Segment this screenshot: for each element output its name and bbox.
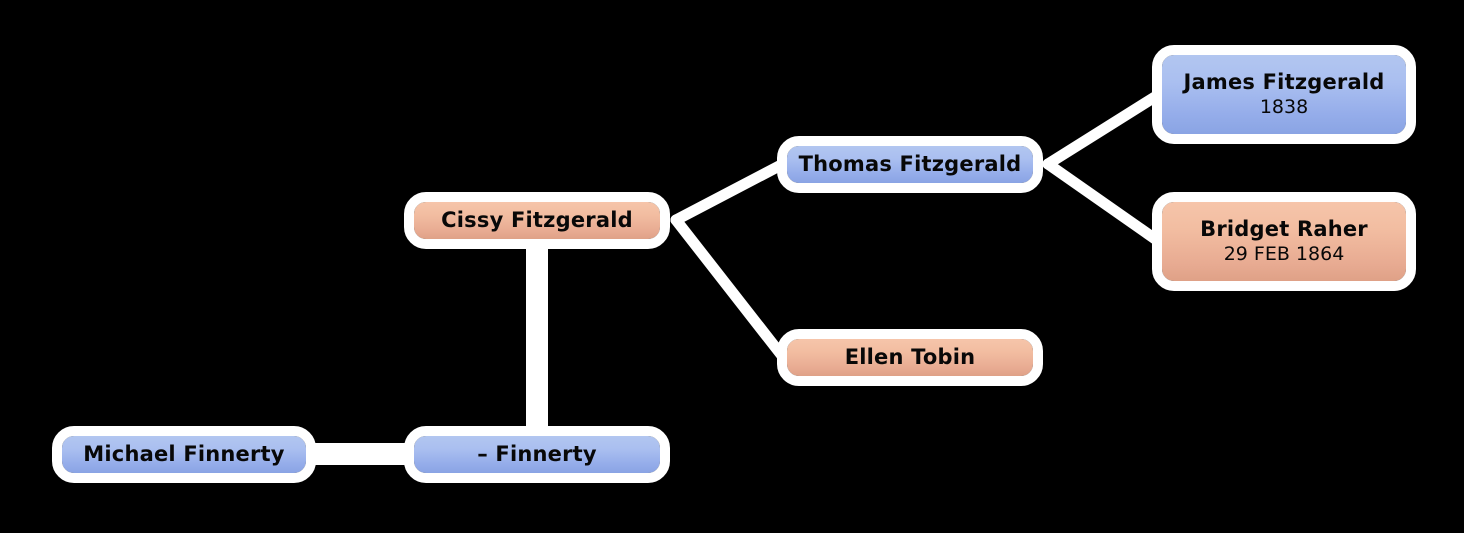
person-name: James Fitzgerald [1183, 70, 1385, 94]
connector-thomas-james [1042, 89, 1164, 170]
person-date: 29 FEB 1864 [1223, 243, 1345, 265]
person-name: Michael Finnerty [83, 442, 285, 466]
person-name: Bridget Raher [1200, 217, 1368, 241]
person-node-michael-finnerty[interactable]: Michael Finnerty [52, 426, 316, 483]
connector-cissy-thomas [670, 158, 789, 226]
person-name: Ellen Tobin [844, 345, 976, 369]
person-name: Thomas Fitzgerald [798, 152, 1022, 176]
connector-thomas-bridget [1042, 158, 1164, 247]
person-name: Cissy Fitzgerald [441, 208, 633, 232]
connector-cissy-ellen [670, 214, 789, 363]
person-date: 1838 [1259, 96, 1309, 118]
person-name: – Finnerty [477, 442, 597, 466]
person-node-bridget-raher[interactable]: Bridget Raher 29 FEB 1864 [1152, 192, 1416, 291]
person-node-ellen-tobin[interactable]: Ellen Tobin [777, 329, 1043, 386]
person-node-cissy-fitzgerald[interactable]: Cissy Fitzgerald [404, 192, 670, 249]
person-node-thomas-fitzgerald[interactable]: Thomas Fitzgerald [777, 136, 1043, 193]
person-node-dash-finnerty[interactable]: – Finnerty [404, 426, 670, 483]
person-node-james-fitzgerald[interactable]: James Fitzgerald 1838 [1152, 45, 1416, 144]
